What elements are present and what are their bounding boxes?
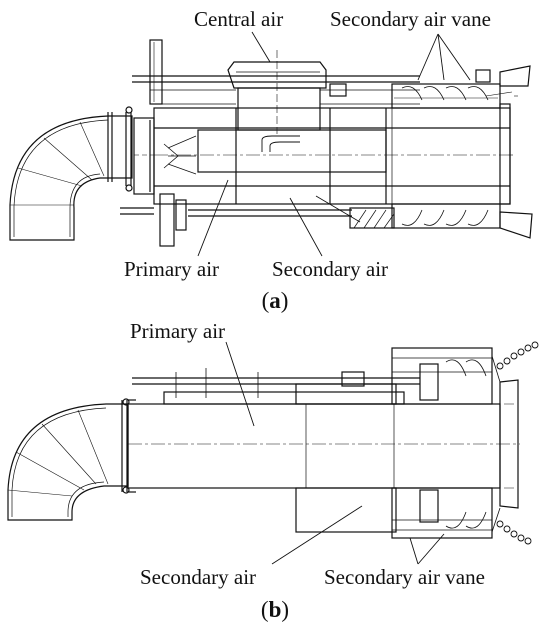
caption-a: (a) — [262, 288, 289, 313]
central-air-label: Central air — [194, 7, 283, 31]
caption-b: (b) — [261, 597, 289, 622]
inlet-flange-a — [133, 117, 155, 195]
elbow-duct-b — [7, 398, 136, 521]
outlet-plates-a — [485, 65, 533, 239]
bottom-rods-a — [120, 193, 361, 247]
secondary-vanes-top-a — [391, 83, 501, 109]
hatched-block-a — [349, 207, 395, 229]
secondary-air-label-b: Secondary air — [140, 565, 256, 589]
burner-drawing-b — [7, 341, 539, 565]
central-air-inlet-a — [149, 39, 327, 134]
leader-lines-b — [225, 341, 445, 565]
secondary-vanes-bottom-a — [391, 203, 501, 229]
elbow-duct-a — [9, 106, 133, 241]
caption-b-letter: b — [269, 597, 282, 622]
primary-air-label-b: Primary air — [130, 319, 225, 343]
burner-body-a — [153, 103, 515, 205]
secondary-air-label-a: Secondary air — [272, 257, 388, 281]
caption-a-letter: a — [269, 288, 281, 313]
main-pipe-b — [127, 379, 520, 509]
caption-b-open: ( — [261, 597, 269, 622]
burner-drawing-a — [9, 31, 533, 257]
secondary-air-vane-label-a: Secondary air vane — [330, 7, 491, 31]
secondary-air-vane-label-b: Secondary air vane — [324, 565, 485, 589]
primary-air-label-a: Primary air — [124, 257, 219, 281]
upper-rods-b — [132, 368, 420, 405]
secondary-vanes-bottom-b — [295, 487, 501, 539]
top-plates-a — [132, 69, 491, 105]
caption-a-close: ) — [281, 288, 289, 313]
secondary-vanes-top-b — [391, 347, 501, 405]
caption-a-open: ( — [262, 288, 270, 313]
chain-links-b — [496, 341, 539, 545]
leader-lines-a — [197, 31, 471, 257]
caption-b-close: ) — [281, 597, 289, 622]
